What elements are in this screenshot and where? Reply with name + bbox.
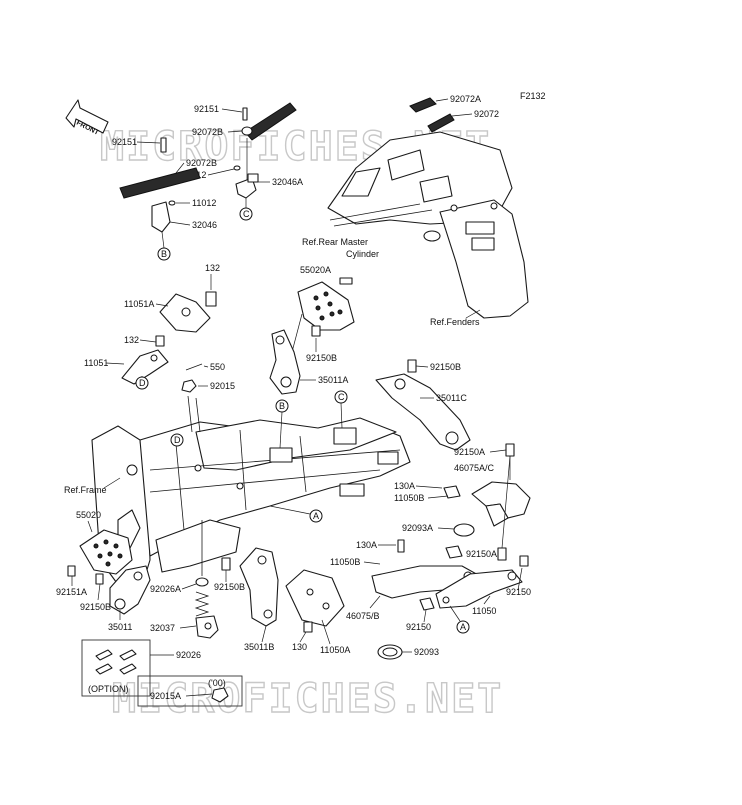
watermark-bottom: MICROFICHES.NET — [112, 676, 503, 722]
callout-d-frame: D — [174, 435, 181, 445]
label-32046a: 32046A — [272, 177, 303, 187]
label-92151-left: 92151 — [112, 137, 137, 147]
label-130: 130 — [292, 642, 307, 652]
label-11050b-1: 11050B — [394, 493, 424, 503]
label-55020: 55020 — [76, 510, 101, 520]
year-box: ('00) 92015A — [137, 675, 243, 707]
label-11050a: 11050A — [320, 645, 350, 655]
label-35011a: 35011A — [318, 375, 348, 385]
callout-b-top: B — [161, 249, 167, 259]
label-32046: 32046 — [192, 220, 217, 230]
callout-a-frame: A — [313, 511, 319, 521]
label-35011c: 35011C — [436, 393, 467, 403]
strap-group-left: B — [119, 137, 201, 261]
label-92072: 92072 — [474, 109, 499, 119]
label-11050: 11050 — [472, 606, 496, 616]
label-132-mid: 132 — [124, 335, 139, 345]
label-92072b-left: 92072B — [186, 158, 217, 168]
label-92150b-mid: 92150B — [306, 353, 337, 363]
label-ref-frame: Ref.Frame — [64, 485, 107, 495]
label-92072b-top: 92072B — [192, 127, 223, 137]
bracket-35011a — [269, 325, 321, 395]
label-11012-left: 11012 — [192, 198, 216, 208]
callout-d-left: D — [139, 378, 146, 388]
callout-b-frame: B — [279, 401, 285, 411]
option-label: (OPTION) — [88, 684, 129, 694]
bracket-11051a — [159, 291, 217, 333]
label-92150a-2: 92150A — [466, 549, 497, 559]
heel-guard-35011c — [375, 359, 471, 451]
option-box: (OPTION) — [81, 639, 151, 697]
front-arrow-icon: FRONT — [65, 99, 109, 137]
label-ref-rear-master: Ref.Rear Master — [302, 237, 368, 247]
callout-c-top: C — [243, 209, 250, 219]
label-92150-right: 92150 — [506, 587, 531, 597]
label-11051: 11051 — [84, 358, 108, 368]
label-ref-cylinder: Cylinder — [346, 249, 379, 259]
callout-c-frame: C — [338, 392, 345, 402]
label-92150a-right: 92150A — [454, 447, 485, 457]
label-46075ac: 46075A/C — [454, 463, 495, 473]
label-92093: 92093 — [414, 647, 439, 657]
label-46075b: 46075/B — [346, 611, 380, 621]
label-11050b-2: 11050B — [330, 557, 360, 567]
label-92093a: 92093A — [402, 523, 433, 533]
heel-guard-35011 — [109, 565, 151, 615]
label-92015a: 92015A — [150, 691, 181, 701]
label-132-top: 132 — [205, 263, 220, 273]
label-92026: 92026 — [176, 650, 201, 660]
label-32037: 32037 — [150, 623, 175, 633]
label-92015: 92015 — [210, 381, 235, 391]
label-92072a: 92072A — [450, 94, 481, 104]
label-92026a: 92026A — [150, 584, 181, 594]
bracket-11050 — [435, 569, 523, 609]
label-92150b-left: 92150B — [80, 602, 111, 612]
label-11051a: 11051A — [124, 299, 154, 309]
plate-11050a — [285, 569, 345, 627]
label-35011: 35011 — [108, 622, 132, 632]
bracket-11051: D — [121, 335, 169, 390]
footpeg-plate-left — [79, 529, 133, 575]
year-label: ('00) — [208, 678, 226, 688]
figure-code: F2132 — [520, 91, 546, 101]
label-92150b-center: 92150B — [214, 582, 245, 592]
callout-a-right: A — [460, 622, 466, 632]
label-92151a: 92151A — [56, 587, 87, 597]
label-130a-1: 130A — [394, 481, 415, 491]
strap-group-top: C — [233, 102, 297, 221]
label-55020a: 55020A — [300, 265, 331, 275]
label-35011b: 35011B — [244, 642, 274, 652]
footpeg-plate-right — [291, 277, 355, 353]
label-ref-fenders: Ref.Fenders — [430, 317, 480, 327]
label-92150-center: 92150 — [406, 622, 431, 632]
rear-fender — [327, 131, 529, 319]
heel-guard-35011b — [221, 547, 279, 627]
label-550: 550 — [210, 362, 225, 372]
stand-spring — [194, 520, 219, 639]
label-92150b-right: 92150B — [430, 362, 461, 372]
label-92151-top: 92151 — [194, 104, 219, 114]
heel-guard-46075ac — [471, 481, 531, 527]
label-130a-2: 130A — [356, 540, 377, 550]
